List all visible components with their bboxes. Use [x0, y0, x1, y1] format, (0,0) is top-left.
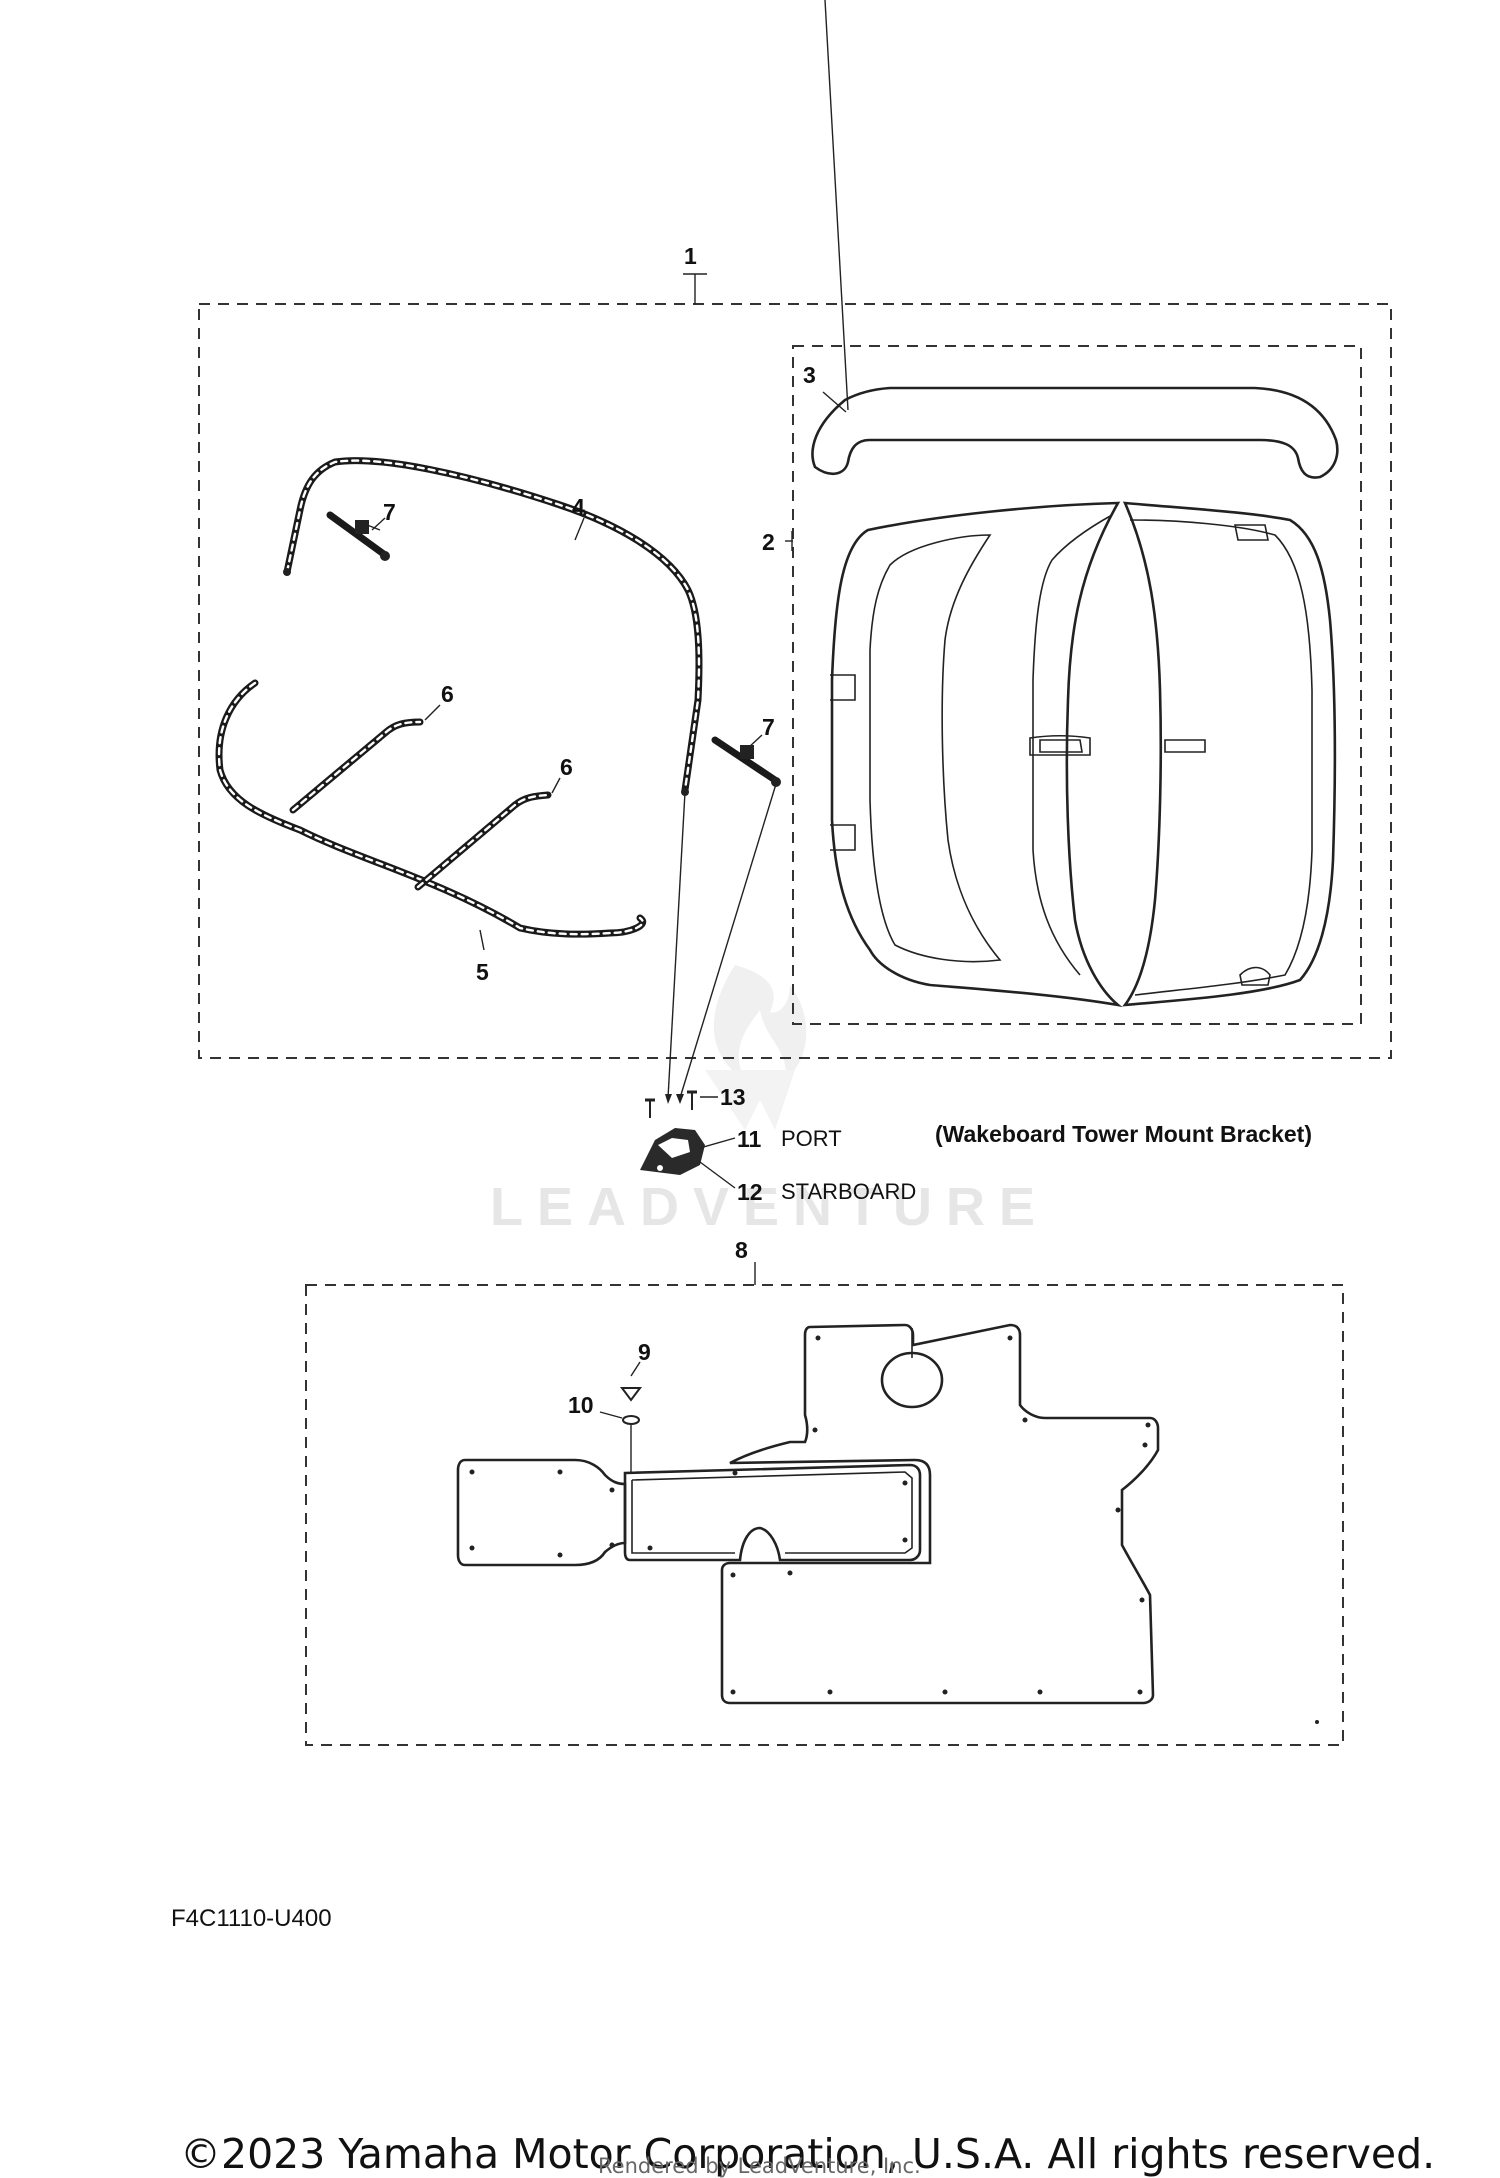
part-7-fitting-right[interactable] [711, 736, 781, 787]
part-2-cover[interactable] [830, 501, 1337, 1008]
leadventure-flame-logo-icon [705, 965, 807, 1130]
callout-10[interactable]: 10 [568, 1392, 594, 1418]
callout-6a[interactable]: 6 [441, 681, 454, 707]
callout-12[interactable]: 12 [737, 1179, 763, 1205]
part-8-deck-mat[interactable] [456, 1323, 1319, 1724]
callout-1[interactable]: 1 [684, 243, 697, 269]
part-11-12-mount-bracket[interactable] [640, 1128, 705, 1175]
callout-3[interactable]: 3 [803, 362, 816, 388]
part-6-strut-lower[interactable] [414, 791, 552, 891]
part-9-fastener[interactable] [620, 1387, 642, 1402]
callout-6b[interactable]: 6 [560, 754, 573, 780]
mat-box-8 [305, 1284, 1344, 1746]
part-7-fitting-left[interactable] [326, 511, 390, 561]
port-label: PORT [781, 1126, 842, 1151]
starboard-label: STARBOARD [781, 1179, 916, 1204]
kit-box-1 [198, 303, 1392, 1059]
rendered-by-notice: Rendered by LeadVenture, Inc. [598, 2154, 921, 2178]
part-3-cover-bag[interactable] [811, 386, 1339, 479]
part-5-lower-frame[interactable] [215, 679, 646, 938]
diagram-code: F4C1110-U400 [171, 1905, 332, 1932]
callout-7a[interactable]: 7 [383, 499, 396, 525]
part-6-strut-upper[interactable] [289, 718, 424, 814]
callout-2[interactable]: 2 [762, 529, 775, 555]
part-13-screw-left[interactable] [645, 1098, 655, 1118]
part-13-screw-right[interactable] [687, 1090, 697, 1110]
callout-11[interactable]: 11 [737, 1126, 762, 1152]
watermark-text: LEADVENTURE [490, 1177, 1049, 1237]
copyright-notice: ©2023 Yamaha Motor Corporation, U.S.A. A… [180, 2130, 1436, 2178]
callout-4[interactable]: 4 [572, 494, 585, 520]
part-10-washer[interactable] [622, 1415, 640, 1425]
cover-box-2 [792, 345, 1362, 1025]
callout-13[interactable]: 13 [720, 1084, 746, 1110]
callout-8[interactable]: 8 [735, 1237, 748, 1263]
callout-5[interactable]: 5 [476, 959, 489, 985]
callout-7b[interactable]: 7 [762, 714, 775, 740]
part-4-upper-frame[interactable] [283, 457, 703, 796]
callout-9[interactable]: 9 [638, 1339, 651, 1365]
bracket-title: (Wakeboard Tower Mount Bracket) [935, 1121, 1312, 1147]
